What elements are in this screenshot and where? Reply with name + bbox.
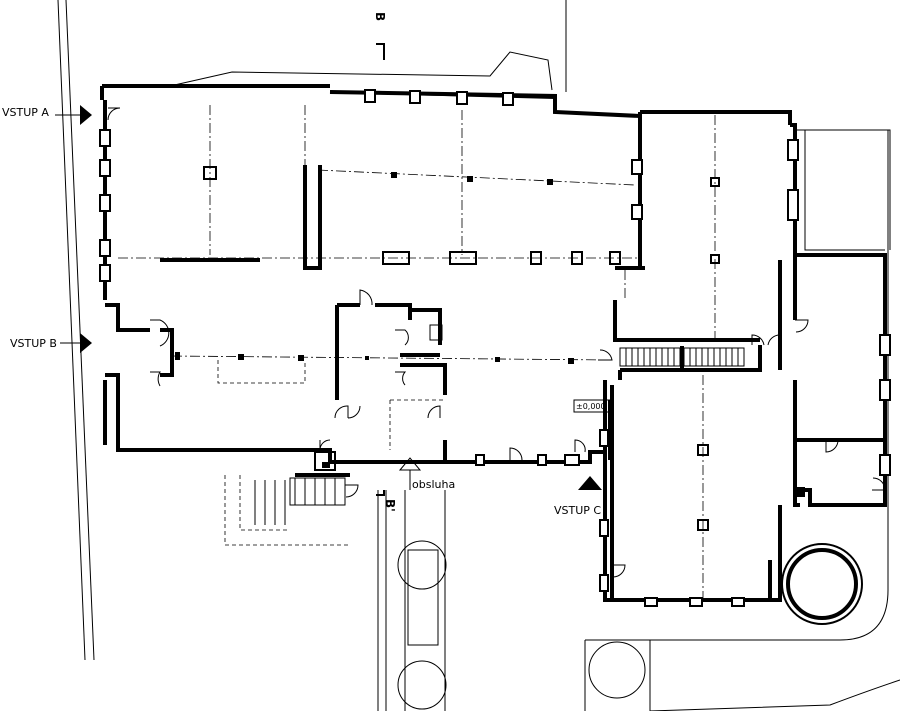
interior-walls xyxy=(105,165,782,477)
stair-southwest xyxy=(224,475,350,546)
section-b-bottom-label: B' xyxy=(383,499,397,512)
section-b-top-label: B xyxy=(373,12,387,21)
small-pillar xyxy=(795,487,805,497)
stair-central xyxy=(619,346,745,372)
site-boundary-lines xyxy=(57,0,900,711)
entrance-a-label: VSTUP A xyxy=(2,106,49,119)
entrance-c-label: VSTUP C xyxy=(554,504,601,517)
round-tower xyxy=(781,543,863,625)
courtyard xyxy=(377,490,646,711)
axis-markers xyxy=(175,172,574,364)
entrance-b-marker: VSTUP B xyxy=(10,333,92,353)
exterior-walls xyxy=(100,84,887,602)
section-mark-bottom: B' xyxy=(376,490,397,512)
entrance-a-marker: VSTUP A xyxy=(2,105,92,125)
level-mark: ±0,000 xyxy=(573,399,611,413)
entrance-c-marker: VSTUP C xyxy=(554,476,602,517)
level-mark-label: ±0,000 xyxy=(576,402,606,411)
hidden-lines xyxy=(217,360,445,450)
service-label: obsluha xyxy=(412,478,455,491)
structural-axes xyxy=(118,105,716,600)
entrance-b-label: VSTUP B xyxy=(10,337,57,350)
wc-fixture xyxy=(314,324,443,471)
section-mark-top: B xyxy=(373,12,387,60)
door-swings xyxy=(107,107,886,578)
service-entrance-marker: obsluha xyxy=(398,457,455,491)
structural-columns xyxy=(99,89,891,607)
